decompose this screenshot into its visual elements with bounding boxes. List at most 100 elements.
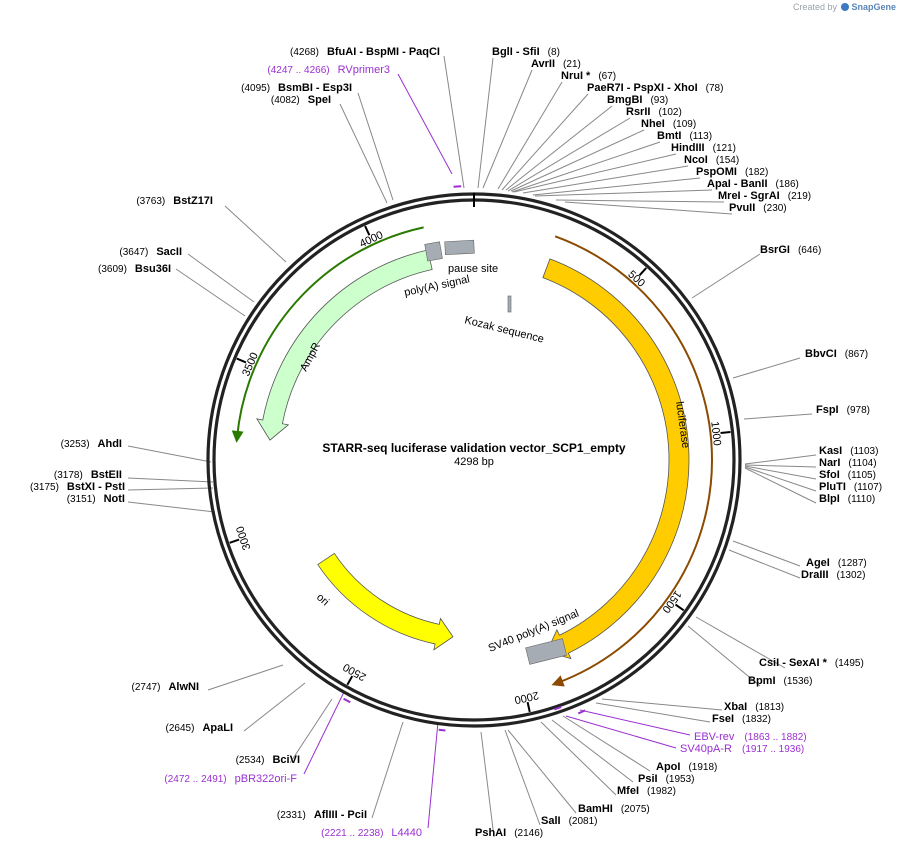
site-ncoi: NcoI — [684, 154, 708, 166]
site-nari: NarI — [819, 457, 840, 469]
svg-text:FspI(978): FspI(978) — [816, 404, 870, 416]
svg-text:(3151)NotI: (3151)NotI — [67, 493, 125, 505]
svg-text:RsrII(102): RsrII(102) — [626, 106, 682, 118]
snapgene-logo-icon — [841, 3, 850, 11]
svg-text:AgeI(1287): AgeI(1287) — [806, 557, 867, 569]
site-mfei: MfeI — [617, 785, 639, 797]
tick-mark — [236, 357, 247, 364]
tick-mark — [346, 675, 354, 686]
tick-label: 4000 — [358, 229, 385, 250]
tick-label: 2000 — [513, 689, 539, 706]
site-bsmbi: BsmBI — [278, 82, 313, 94]
site-xbai: XbaI — [724, 701, 747, 713]
tick-label: 2500 — [341, 660, 368, 682]
site-afliii: AflIII — [314, 809, 338, 821]
site-bmgbi: BmgBI — [607, 94, 642, 106]
svg-text:(2221 .. 2238)L4440: (2221 .. 2238)L4440 — [321, 827, 422, 839]
tick-mark — [638, 267, 647, 277]
svg-text:(3175)BstXI - PstI: (3175)BstXI - PstI — [30, 481, 125, 493]
site-pshai: PshAI — [475, 827, 506, 839]
label-kozak: Kozak sequence — [463, 314, 545, 345]
svg-text:BbvCI(867): BbvCI(867) — [805, 348, 868, 360]
site-bmti: BmtI — [657, 130, 681, 142]
svg-text:KasI(1103): KasI(1103) — [819, 445, 878, 457]
site-bgli: BglI — [492, 46, 513, 58]
label-ori: ori — [314, 591, 331, 608]
svg-text:(2534)BciVI: (2534)BciVI — [236, 754, 300, 766]
svg-text:PvuII(230): PvuII(230) — [729, 202, 787, 214]
site-bstxi: BstXI — [67, 481, 95, 493]
site-draiii: DraIII — [801, 569, 829, 581]
svg-text:(3178)BstEII: (3178)BstEII — [54, 469, 122, 481]
feature-sv40-polya[interactable] — [525, 638, 567, 665]
site-mrei: MreI — [718, 190, 741, 202]
luciferase-orf-arc — [551, 235, 713, 687]
map-title: STARR-seq luciferase validation vector_S… — [322, 441, 626, 455]
svg-text:ApoI(1918): ApoI(1918) — [656, 761, 717, 773]
svg-text:BpmI(1536): BpmI(1536) — [748, 675, 812, 687]
site-csii: CsiI — [759, 657, 779, 669]
label-pause-site: pause site — [448, 263, 498, 275]
ampr-orf-arc — [231, 226, 424, 443]
credit-prefix: Created by — [792, 2, 837, 12]
svg-text:SV40pA-R(1917 .. 1936): SV40pA-R(1917 .. 1936) — [680, 743, 804, 755]
svg-text:(3609)Bsu36I: (3609)Bsu36I — [98, 263, 171, 275]
tick-label: 3000 — [234, 524, 253, 551]
site-apai: ApaI — [707, 178, 731, 190]
site-pspomi: PspOMI — [696, 166, 737, 178]
svg-text:(4095)BsmBI - Esp3I: (4095)BsmBI - Esp3I — [241, 82, 352, 94]
svg-text:NcoI(154): NcoI(154) — [684, 154, 739, 166]
svg-text:CsiI - SexAI *(1495): CsiI - SexAI *(1495) — [759, 657, 864, 669]
site-bbvci: BbvCI — [805, 348, 837, 360]
feature-pause-site[interactable] — [444, 239, 475, 256]
svg-text:BglI - SfiI(8): BglI - SfiI(8) — [492, 46, 560, 58]
svg-text:NarI(1104): NarI(1104) — [819, 457, 877, 469]
tick-mark — [674, 603, 685, 612]
map-size: 4298 bp — [454, 456, 494, 468]
svg-text:(4082)SpeI: (4082)SpeI — [271, 94, 331, 106]
primer-mark — [438, 728, 446, 732]
feature-ori[interactable] — [317, 552, 454, 651]
svg-text:PspOMI(182): PspOMI(182) — [696, 166, 768, 178]
svg-text:(3763)BstZ17I: (3763)BstZ17I — [136, 195, 213, 207]
site-sali: SalI — [541, 815, 561, 827]
primer-mark — [553, 706, 562, 711]
svg-text:(2747)AlwNI: (2747)AlwNI — [132, 681, 199, 693]
feature-kozak[interactable] — [507, 295, 512, 313]
svg-text:BmtI(113): BmtI(113) — [657, 130, 712, 142]
site-bpmi: BpmI — [748, 675, 776, 687]
site-bfuai: BfuAI — [327, 46, 356, 58]
primer-marks — [343, 185, 586, 732]
site-pluti: PluTI — [819, 481, 846, 493]
svg-text:BamHI(2075): BamHI(2075) — [578, 803, 650, 815]
svg-text:AvrII(21): AvrII(21) — [531, 58, 581, 70]
feature-polya-signal[interactable] — [424, 241, 443, 262]
svg-text:(3647)SacII: (3647)SacII — [119, 246, 182, 258]
feature-arcs — [231, 226, 713, 687]
label-polya-signal: poly(A) signal — [403, 273, 471, 299]
credit-brand: SnapGene — [851, 2, 896, 12]
tick-mark — [229, 538, 240, 544]
primer-mark — [577, 709, 586, 715]
svg-text:ApaI - BanII(186): ApaI - BanII(186) — [707, 178, 799, 190]
site-leader-lines — [127, 55, 817, 838]
svg-text:BsrGI(646): BsrGI(646) — [760, 244, 821, 256]
site-fspi: FspI — [816, 404, 839, 416]
tick-label: 3500 — [240, 351, 261, 378]
svg-text:MfeI(1982): MfeI(1982) — [617, 785, 676, 797]
site-agei: AgeI — [806, 557, 830, 569]
svg-text:(3253)AhdI: (3253)AhdI — [61, 438, 122, 450]
feature-ampr[interactable] — [256, 249, 433, 441]
site-hindiii: HindIII — [671, 142, 705, 154]
svg-text:FseI(1832): FseI(1832) — [712, 713, 771, 725]
site-labels-right: BglI - SfiI(8) AvrII(21) NruI *(67) PaeR… — [475, 46, 882, 839]
svg-text:NruI *(67): NruI *(67) — [561, 70, 616, 82]
primer-leader-lines — [303, 73, 691, 829]
svg-text:XbaI(1813): XbaI(1813) — [724, 701, 784, 713]
tick-mark — [526, 701, 531, 713]
site-spei: SpeI — [308, 94, 331, 106]
site-bsu36i: Bsu36I — [135, 263, 171, 275]
site-psii: PsiI — [638, 773, 658, 785]
svg-text:PshAI(2146): PshAI(2146) — [475, 827, 543, 839]
